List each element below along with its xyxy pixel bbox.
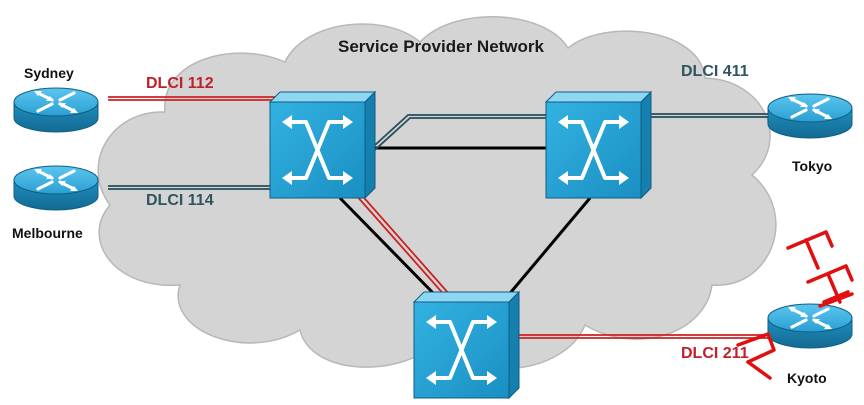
frame-relay-switch-icon — [268, 90, 377, 200]
trunk-link-b-c — [504, 197, 592, 299]
trunk-link-a-c — [338, 196, 440, 300]
site-label-kyoto: Kyoto — [787, 370, 827, 386]
router-icon — [766, 92, 854, 140]
dlci-label-112: DLCI 112 — [146, 75, 214, 92]
watermark — [736, 230, 854, 380]
frame-relay-switch-icon — [412, 290, 521, 400]
frame-relay-switch-icon — [544, 90, 653, 200]
router-icon — [766, 302, 854, 350]
site-label-tokyo: Tokyo — [792, 158, 833, 174]
trunk-links — [338, 146, 592, 300]
dlci-label-211: DLCI 211 — [681, 345, 749, 362]
dlci-label-114: DLCI 114 — [146, 192, 214, 209]
dlci-label-411: DLCI 411 — [681, 63, 749, 80]
diagram-title: Service Provider Network — [338, 37, 544, 56]
site-label-sydney: Sydney — [24, 65, 74, 81]
router-icon — [12, 164, 100, 212]
site-label-melbourne: Melbourne — [12, 225, 83, 241]
router-icon — [12, 86, 100, 134]
